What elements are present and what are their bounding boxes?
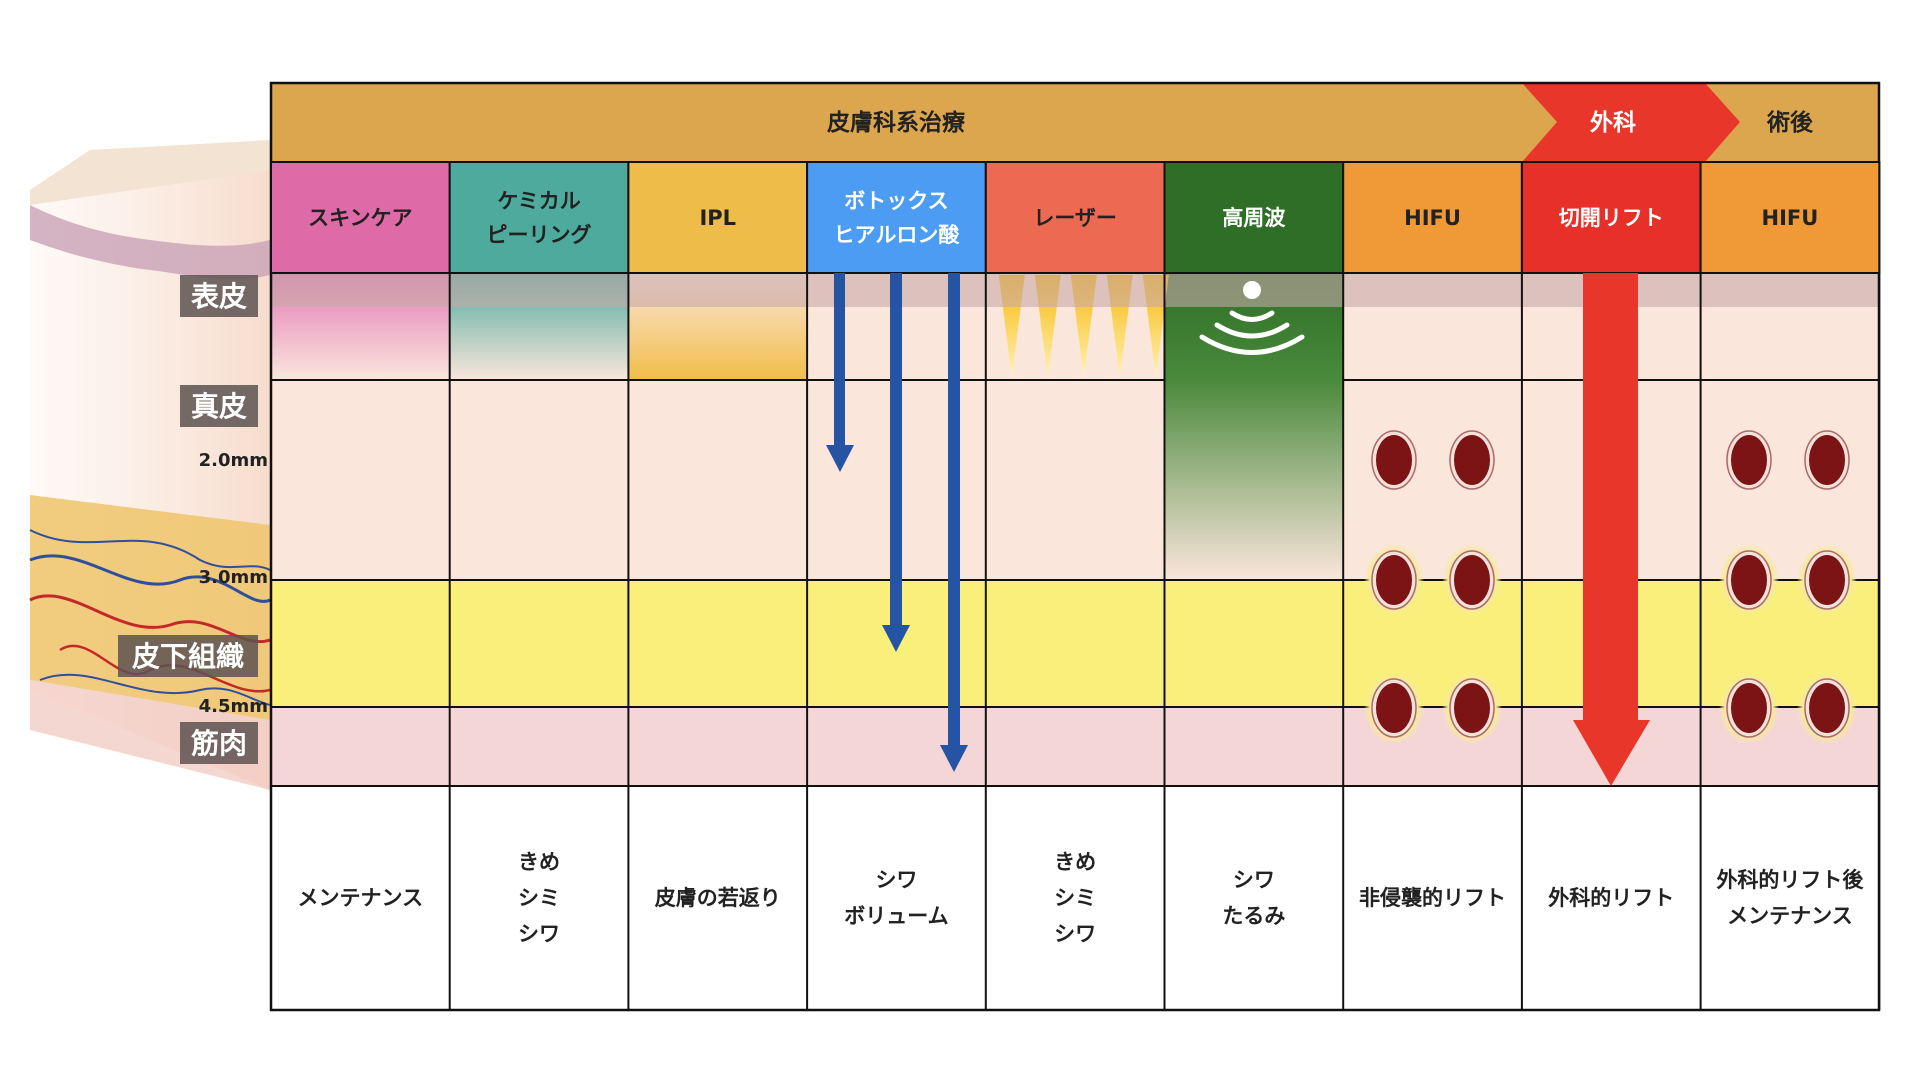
epidermis-label: 表皮 [191,280,247,313]
dermis-label: 真皮 [191,390,247,423]
radio-wave-icon [1199,281,1305,355]
hifu-focal-points [1364,430,1857,744]
incision-lift-arrow [1573,273,1650,786]
effect-label: シミ [1054,886,1096,910]
column-header-hifu-postop: HIFU [1699,161,1881,274]
column-name: スキンケア [308,206,412,230]
column-header-radiofrequency: 高周波 [1163,161,1345,274]
layer-labels: 表皮 真皮 皮下組織 筋肉 [118,275,258,764]
effect-label: メンテナンス [298,886,424,910]
grid-lines [269,81,1881,1012]
depth-markers: 2.0mm 3.0mm 4.5mm [199,450,268,717]
surgery-label: 外科 [1590,109,1636,136]
depth-2mm: 2.0mm [199,450,268,471]
postop-label: 術後 [1766,109,1814,136]
down-arrow-icon [940,745,968,772]
column-name: IPL [699,206,736,230]
down-arrow-icon [1573,720,1650,786]
rf-depth [1164,273,1343,580]
surgery-arrow-band [1522,83,1740,162]
column-name: ボトックス [844,189,948,213]
effect-area [271,786,1879,1010]
effect-label: 非侵襲的リフト [1359,886,1506,910]
muscle-label: 筋肉 [191,727,247,760]
subcutaneous-label: 皮下組織 [132,640,244,673]
column-header-laser: レーザー [984,161,1166,274]
column-name: 高周波 [1222,206,1286,230]
column-name: HIFU [1404,206,1461,230]
column-name: ヒアルロン酸 [834,223,961,247]
dermatology-label: 皮膚科系治療 [827,109,966,136]
effect-label: きめ [518,850,560,874]
column-header-skincare: スキンケア [270,161,451,274]
effect-label: たるみ [1222,904,1285,928]
column-name: HIFU [1762,206,1819,230]
effect-label: メンテナンス [1727,904,1853,928]
column-name: ケミカル [497,189,580,213]
effect-label: きめ [1054,850,1096,874]
column-name: 切開リフト [1559,206,1664,230]
botox-arrows [826,273,968,772]
effect-label: 皮膚の若返り [655,886,781,910]
effect-label: 外科的リフト [1548,886,1674,910]
column-name: レーザー [1033,206,1117,230]
column-header-ipl: IPL [627,161,809,274]
effect-label: 外科的リフト後 [1716,868,1864,892]
effect-label: シワ [518,922,560,946]
dermatology-band [271,83,1662,162]
down-arrow-icon [882,625,910,652]
effect-label: シワ [1054,922,1096,946]
column-header-incision-lift: 切開リフト [1520,161,1702,274]
column-name: ピーリング [487,223,592,247]
effect-label: シワ [1233,868,1275,892]
effect-label: シワ [875,868,917,892]
table-border [269,81,1881,1012]
depth-3mm: 3.0mm [199,567,268,588]
effect-label: ボリューム [844,904,948,928]
depth-4-5mm: 4.5mm [199,696,268,717]
down-arrow-icon [826,445,854,472]
effect-label: シミ [518,886,560,910]
effect-labels: メンテナンスきめシミシワ皮膚の若返りシワボリュームきめシミシワシワたるみ非侵襲的… [298,850,1865,946]
column-header-hifu: HIFU [1342,161,1523,274]
